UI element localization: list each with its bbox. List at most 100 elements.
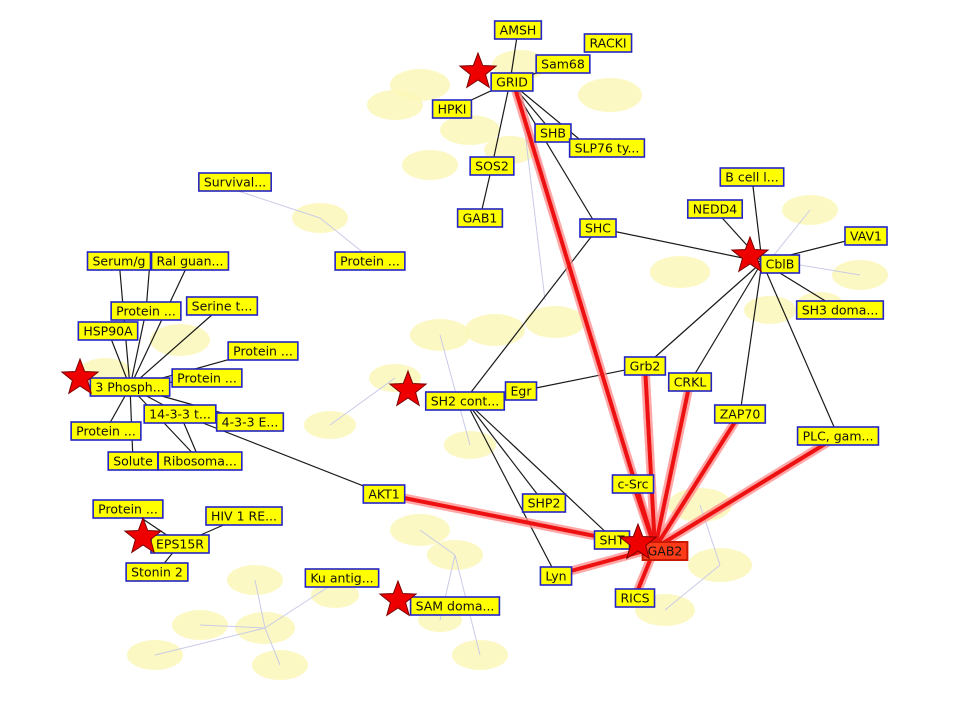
- node-box: [110, 301, 182, 321]
- node-gab1[interactable]: GAB1: [456, 208, 504, 228]
- node-sh3doma[interactable]: SH3 doma...: [795, 300, 885, 320]
- node-bcell[interactable]: B cell l...: [719, 167, 785, 187]
- node-f1433e[interactable]: 4-3-3 E...: [215, 412, 285, 432]
- node-akt1[interactable]: AKT1: [362, 484, 406, 504]
- node-box: [568, 138, 646, 158]
- node-crkl[interactable]: CRKL: [667, 372, 713, 392]
- node-cblb[interactable]: CblB: [759, 254, 801, 274]
- node-protein_b[interactable]: Protein ...: [110, 301, 182, 321]
- node-stonin2[interactable]: Stonin 2: [125, 562, 189, 582]
- node-sht[interactable]: SHT: [593, 530, 631, 550]
- node-plcgam[interactable]: PLC, gam...: [796, 426, 880, 446]
- node-label: 3 Phosph...: [95, 380, 164, 395]
- node-serinet[interactable]: Serine t...: [185, 296, 259, 316]
- node-sam68[interactable]: Sam68: [535, 54, 591, 74]
- node-label: Ribosoma...: [163, 454, 237, 469]
- node-lyn[interactable]: Lyn: [539, 566, 573, 586]
- node-zap70[interactable]: ZAP70: [713, 404, 767, 424]
- node-protein_e[interactable]: Protein ...: [70, 421, 142, 441]
- node-ralguan[interactable]: Ral guan...: [150, 251, 230, 271]
- node-label: RICS: [620, 591, 649, 606]
- node-label: Egr: [511, 384, 533, 399]
- node-label: PLC, gam...: [803, 429, 874, 444]
- stars-layer: [60, 51, 770, 617]
- node-box: [713, 404, 767, 424]
- node-hiv1re[interactable]: HIV 1 RE...: [205, 506, 283, 526]
- node-hpki[interactable]: HPKI: [431, 99, 473, 119]
- node-label: Grb2: [630, 359, 661, 374]
- node-box: [759, 254, 801, 274]
- node-sh2cont[interactable]: SH2 cont...: [424, 391, 506, 411]
- node-grb2[interactable]: Grb2: [623, 356, 667, 376]
- node-protein_f[interactable]: Protein ...: [92, 499, 164, 519]
- star-marker-sht: [618, 522, 658, 560]
- node-box: [504, 381, 538, 401]
- node-vav1[interactable]: VAV1: [844, 226, 888, 246]
- node-box: [623, 356, 667, 376]
- node-box: [150, 251, 230, 271]
- node-protein_a[interactable]: Protein ...: [334, 251, 406, 271]
- node-csrc[interactable]: c-Src: [611, 474, 655, 494]
- node-label: Protein ...: [177, 371, 237, 386]
- node-box: [362, 484, 406, 504]
- node-label: GRID: [496, 75, 528, 90]
- node-shb[interactable]: SHB: [534, 123, 572, 143]
- background-blobs: [79, 50, 888, 680]
- node-box: [583, 33, 633, 53]
- node-box: [143, 404, 217, 424]
- node-box: [70, 421, 142, 441]
- node-box: [469, 156, 515, 176]
- node-label: Stonin 2: [131, 565, 183, 580]
- node-grid[interactable]: GRID: [490, 72, 534, 92]
- node-racki[interactable]: RACKI: [583, 33, 633, 53]
- node-box: [334, 251, 406, 271]
- node-hsp90a[interactable]: HSP90A: [77, 321, 139, 341]
- node-solute[interactable]: Solute: [107, 451, 159, 471]
- node-label: EPS15R: [156, 537, 204, 552]
- node-eps15r[interactable]: EPS15R: [150, 534, 210, 554]
- node-box: [157, 451, 243, 471]
- node-label: Protein ...: [98, 502, 158, 517]
- node-kuantig[interactable]: Ku antig...: [304, 568, 380, 588]
- node-protein_c[interactable]: Protein ...: [227, 341, 299, 361]
- node-label: SHP2: [528, 496, 561, 511]
- node-egr[interactable]: Egr: [504, 381, 538, 401]
- node-box: [86, 251, 152, 271]
- node-nedd4[interactable]: NEDD4: [686, 199, 744, 219]
- node-phosph[interactable]: 3 Phosph...: [89, 377, 171, 397]
- star-marker-sh2cont: [388, 369, 428, 407]
- node-box: [227, 341, 299, 361]
- node-shp2[interactable]: SHP2: [521, 493, 567, 513]
- node-label: Protein ...: [76, 424, 136, 439]
- node-slp76[interactable]: SLP76 ty...: [568, 138, 646, 158]
- node-label: Ral guan...: [157, 254, 224, 269]
- node-label: c-Src: [617, 477, 648, 492]
- node-label: 14-3-3 t...: [149, 407, 211, 422]
- node-sos2[interactable]: SOS2: [469, 156, 515, 176]
- node-shc[interactable]: SHC: [579, 218, 617, 238]
- node-box: [89, 377, 171, 397]
- node-survival[interactable]: Survival...: [198, 172, 272, 192]
- node-label: 4-3-3 E...: [222, 415, 279, 430]
- node-box: [490, 72, 534, 92]
- star-marker-cblb: [730, 235, 770, 273]
- node-box: [409, 596, 501, 616]
- node-label: SOS2: [475, 159, 509, 174]
- node-box: [198, 172, 272, 192]
- node-box: [795, 300, 885, 320]
- node-amsh[interactable]: AMSH: [493, 20, 543, 40]
- node-box: [431, 99, 473, 119]
- node-label: B cell l...: [725, 170, 778, 185]
- node-serum[interactable]: Serum/g: [86, 251, 152, 271]
- node-label: HIV 1 RE...: [211, 509, 277, 524]
- node-protein_d[interactable]: Protein ...: [171, 368, 243, 388]
- node-box: [77, 321, 139, 341]
- node-box: [719, 167, 785, 187]
- node-rics[interactable]: RICS: [614, 588, 656, 608]
- node-f1433t[interactable]: 14-3-3 t...: [143, 404, 217, 424]
- star-marker-grid: [458, 51, 498, 89]
- node-samdoma[interactable]: SAM doma...: [409, 596, 501, 616]
- star-marker-eps15r: [123, 516, 163, 554]
- node-ribosoma[interactable]: Ribosoma...: [157, 451, 243, 471]
